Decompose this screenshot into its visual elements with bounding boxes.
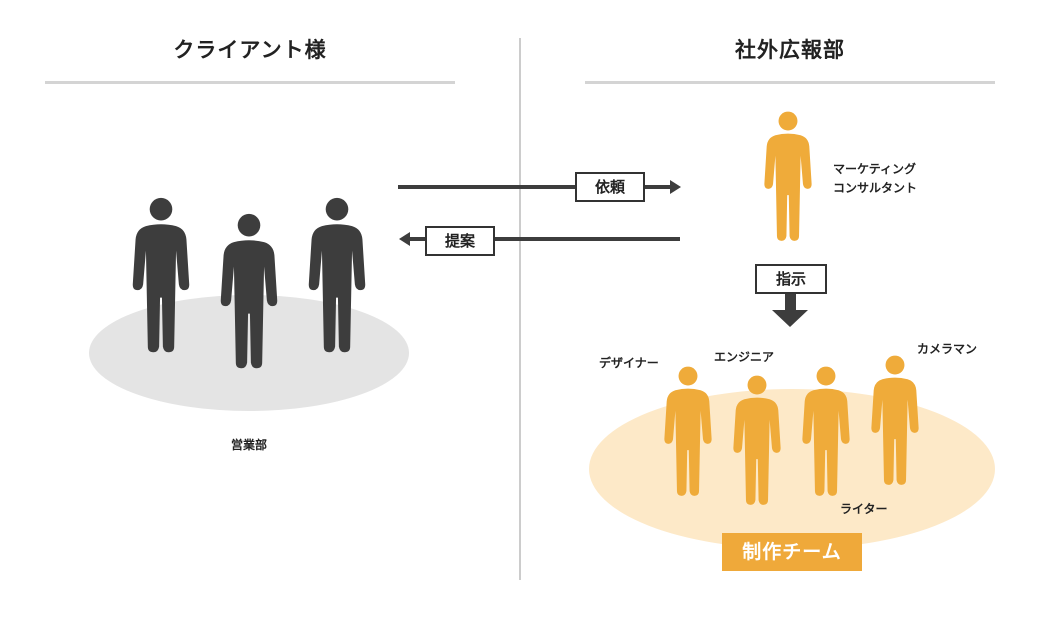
request-arrow-line <box>398 185 670 189</box>
engineer-label: エンジニア <box>714 350 775 364</box>
consultant-person <box>764 111 812 241</box>
instruction-arrow-head <box>772 310 808 327</box>
proposal-arrow-head <box>399 232 410 246</box>
client-heading: クライアント様 <box>173 38 327 62</box>
production-team-label: 制作チーム <box>722 533 862 571</box>
cameraman-label: カメラマン <box>917 342 978 356</box>
center-divider <box>519 38 521 580</box>
instruction-arrow-shaft <box>785 294 796 310</box>
writer-label: ライター <box>840 502 888 516</box>
left-heading-underline <box>45 81 455 84</box>
agency-heading: 社外広報部 <box>735 38 845 62</box>
proposal-label: 提案 <box>425 226 495 256</box>
proposal-arrow-line <box>410 237 680 241</box>
request-arrow-head <box>670 180 681 194</box>
designer-label: デザイナー <box>599 356 659 370</box>
instruction-label: 指示 <box>755 264 827 294</box>
right-heading-underline <box>585 81 995 84</box>
team-group-ellipse <box>589 389 995 549</box>
sales-department-label: 営業部 <box>230 438 267 452</box>
request-label: 依頼 <box>575 172 645 202</box>
consultant-label-line2: コンサルタント <box>833 181 918 195</box>
consultant-label-line1: マーケティング <box>833 162 917 176</box>
